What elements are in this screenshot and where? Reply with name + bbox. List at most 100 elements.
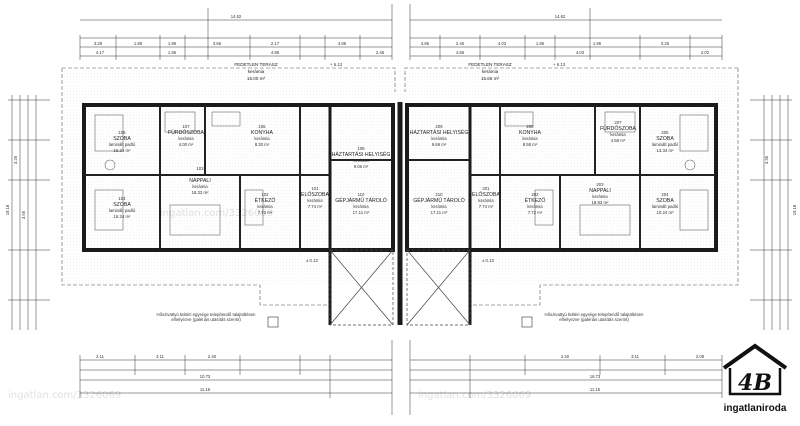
dim-label: 4.86: [421, 41, 430, 46]
room-floor: kerámia: [307, 198, 323, 203]
furniture: [94, 111, 709, 236]
logo-mark: 4B: [738, 370, 772, 396]
dim-label: 2.02: [701, 50, 710, 55]
watermark: ingatlan.com/3326069: [160, 208, 273, 219]
room-floor: kerámia: [257, 204, 273, 209]
room-name: SZOBA: [113, 202, 131, 208]
room-number: 110: [358, 192, 365, 197]
room-floor: kerámia: [431, 204, 447, 209]
room-floor: laminált padló: [109, 208, 136, 213]
heat-pump-right-icon: [521, 316, 533, 328]
room-108: 108 HÁZTARTÁSI HELYISÉG kerámia 9.06 m²: [332, 146, 391, 169]
room-name: HÁZTARTÁSI HELYISÉG: [410, 129, 469, 136]
room-106: 106 KONYHA kerámia 8.30 m²: [251, 124, 273, 147]
room-name: ÉTKEZŐ: [255, 197, 276, 204]
room-name: FÜRDŐSZOBA: [600, 125, 637, 132]
heat-pump-notes: Hőszivattyú kültéri egysége telepítendő …: [157, 312, 644, 328]
room-area: 18.93 m²: [592, 200, 610, 205]
terrace-left-area: 15.00 m²: [247, 76, 266, 81]
room-204: 204 SZOBA laminált padló 10.24 m²: [652, 192, 679, 215]
room-name: GÉPJÁRMŰ TÁROLÓ: [335, 197, 387, 204]
room-name: ELŐSZOBA: [301, 191, 330, 198]
dim-bottom-total-right: 11.15: [590, 387, 601, 392]
room-103: 103 NAPPALI kerámia 18.33 m²: [189, 166, 211, 195]
right-unit-fill: [407, 105, 716, 250]
dim-label: 3.29: [94, 41, 103, 46]
dim-label: 4.86: [338, 41, 347, 46]
room-102: 102 ÉTKEZŐ kerámia 7.72 m²: [255, 192, 276, 215]
room-area: 17.11 m²: [353, 210, 370, 215]
dim-label: 2.11: [96, 354, 105, 359]
room-105: 105 SZOBA laminált padló 16.24 m²: [109, 130, 136, 153]
level-mark: ± 0.13: [482, 258, 495, 263]
room-floor: laminált padló: [652, 142, 679, 147]
note-right-wrap: Hőszivattyú kültéri egysége telepítendő …: [544, 312, 644, 322]
dim-label: 3.66: [213, 41, 222, 46]
logo-wordmark: ingatlaniroda: [723, 403, 787, 414]
room-area: 7.72 m²: [528, 210, 543, 215]
room-name: SZOBA: [656, 136, 674, 142]
dim-top-total-left: 14.62: [231, 14, 242, 19]
dim-label: 2.40: [208, 354, 217, 359]
dim-side-right: 19.18: [792, 204, 797, 215]
dim-side-left: 3.26: [13, 155, 18, 164]
room-name: ELŐSZOBA: [472, 191, 501, 198]
terrace-right-sub: kerámia: [482, 69, 499, 74]
room-number: 108: [357, 146, 365, 151]
room-104: 104 SZOBA laminált padló 16.24 m²: [109, 196, 136, 219]
dim-side-left: 3.56: [21, 210, 26, 219]
level-mark: ± 0.13: [306, 258, 319, 263]
room-name: ÉTKEZŐ: [525, 197, 546, 204]
note-right: Hőszivattyú kültéri egysége telepítendő …: [544, 312, 644, 322]
room-name: NAPPALI: [189, 178, 211, 184]
room-name: SZOBA: [656, 198, 674, 204]
room-area: 9.69 m²: [432, 142, 447, 147]
room-206: 206 KONYHA kerámia 8.58 m²: [519, 124, 541, 147]
room-floor: laminált padló: [652, 204, 679, 209]
room-number: 206: [526, 124, 534, 129]
room-floor: kerámia: [592, 194, 608, 199]
room-floor: kerámia: [478, 198, 494, 203]
dim-label: 1.96: [593, 41, 602, 46]
room-floor: kerámia: [254, 136, 270, 141]
dim-label: 4.03: [576, 50, 585, 55]
rooms-left: 105 SZOBA laminált padló 16.24 m² 107 FÜ…: [109, 124, 391, 219]
left-unit-fill: [84, 105, 393, 250]
room-area: 9.06 m²: [354, 164, 369, 169]
dim-label: 2.17: [271, 41, 280, 46]
room-number: 209: [435, 124, 443, 129]
house-logo-icon: 4B: [722, 343, 788, 396]
room-name: HÁZTARTÁSI HELYISÉG: [332, 151, 391, 158]
room-area: 18.33 m²: [192, 190, 210, 195]
dim-top-row2: 4.17 1.96 4.86 2.46 4.86 4.03 2.02: [96, 50, 710, 55]
room-area: 8.30 m²: [255, 142, 270, 147]
room-number: 106: [258, 124, 266, 129]
room-floor: kerámia: [527, 204, 543, 209]
room-number: 205: [661, 130, 669, 135]
dim-label: 3.11: [631, 354, 640, 359]
dim-bottom-row1: 2.11 3.11 2.40 2.40 3.11 2.08: [96, 354, 705, 359]
terrace-right-label: FEDETLEN TERASZ: [468, 62, 512, 67]
room-name: GÉPJÁRMŰ TÁROLÓ: [413, 197, 465, 204]
bottom-dimension-chains: [79, 340, 723, 415]
room-area: 16.24 m²: [114, 214, 132, 219]
terrace-left-label: FEDETLEN TERASZ: [234, 62, 278, 67]
room-area: 17.11 m²: [431, 210, 448, 215]
room-207: 207 FÜRDŐSZOBA kerámia 4.58 m²: [600, 120, 637, 143]
top-dim-ticks: [79, 35, 723, 60]
dim-top-total-right: 14.62: [555, 14, 566, 19]
room-floor: kerámia: [353, 204, 369, 209]
room-name: KONYHA: [251, 130, 273, 136]
watermark: ingatlan.com/3326069: [8, 390, 121, 401]
room-area: 7.74 m²: [479, 204, 494, 209]
room-area: 7.72 m²: [258, 210, 273, 215]
dim-label: 1.88: [134, 41, 143, 46]
dim-side-right: 3.36: [764, 155, 769, 164]
garage-fronts: [329, 249, 471, 326]
room-floor: kerámia: [353, 158, 369, 163]
room-number: 201: [482, 186, 490, 191]
room-202: 202 ÉTKEZŐ kerámia 7.72 m²: [525, 192, 546, 215]
room-area: 13.34 m²: [657, 148, 675, 153]
dim-label: 4.86: [271, 50, 280, 55]
room-110: 110 GÉPJÁRMŰ TÁROLÓ kerámia 17.11 m²: [335, 192, 387, 215]
